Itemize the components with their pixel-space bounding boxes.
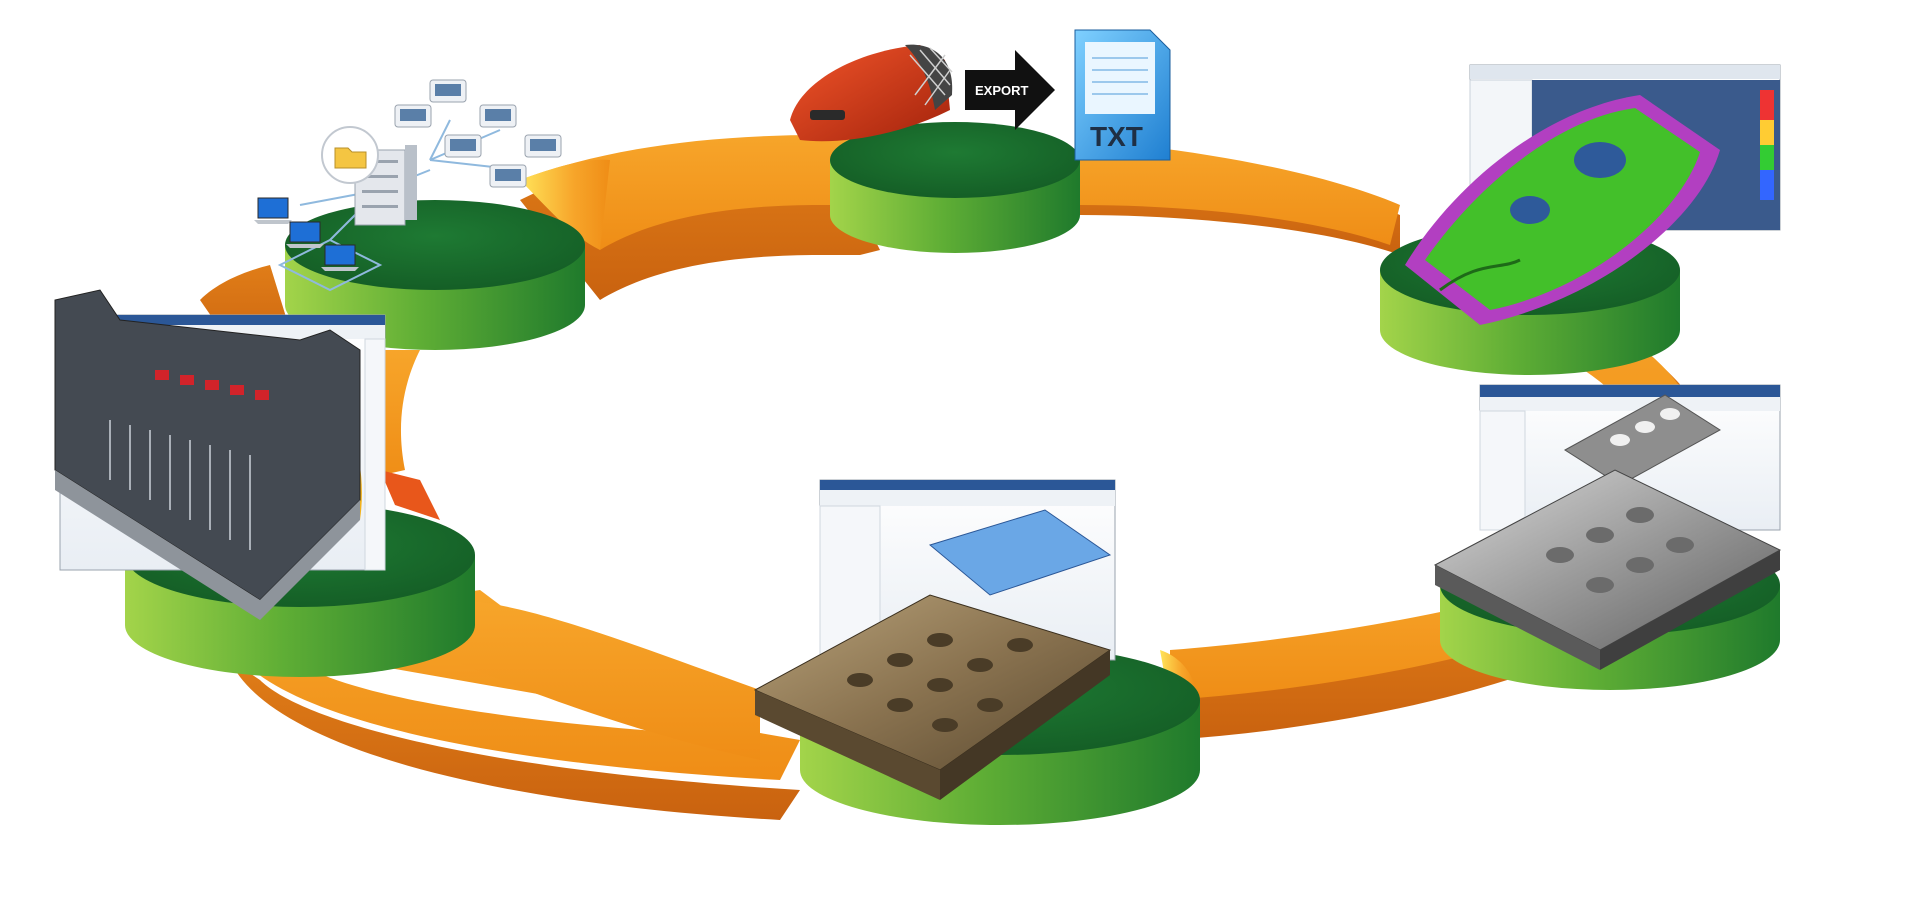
txt-file-icon: TXT	[1074, 29, 1171, 161]
export-label: EXPORT	[975, 83, 1029, 98]
laptop-icons	[254, 197, 359, 271]
pedestal-top-center	[830, 122, 1080, 253]
network-servers-icon	[254, 79, 562, 292]
mold-base-plate-icon	[753, 479, 1116, 800]
plate-cad-window-icon	[1433, 384, 1782, 670]
scanner-device-icon	[790, 44, 953, 142]
workstation-icons	[394, 79, 562, 188]
export-arrow: EXPORT	[965, 50, 1055, 130]
txt-label: TXT	[1090, 121, 1143, 152]
arrow-segment-top-left	[520, 135, 880, 300]
arrow-segment-top-right	[1080, 140, 1400, 255]
colored-part-analysis-icon	[1405, 64, 1781, 325]
mold-assembly-cad-icon	[54, 289, 386, 620]
